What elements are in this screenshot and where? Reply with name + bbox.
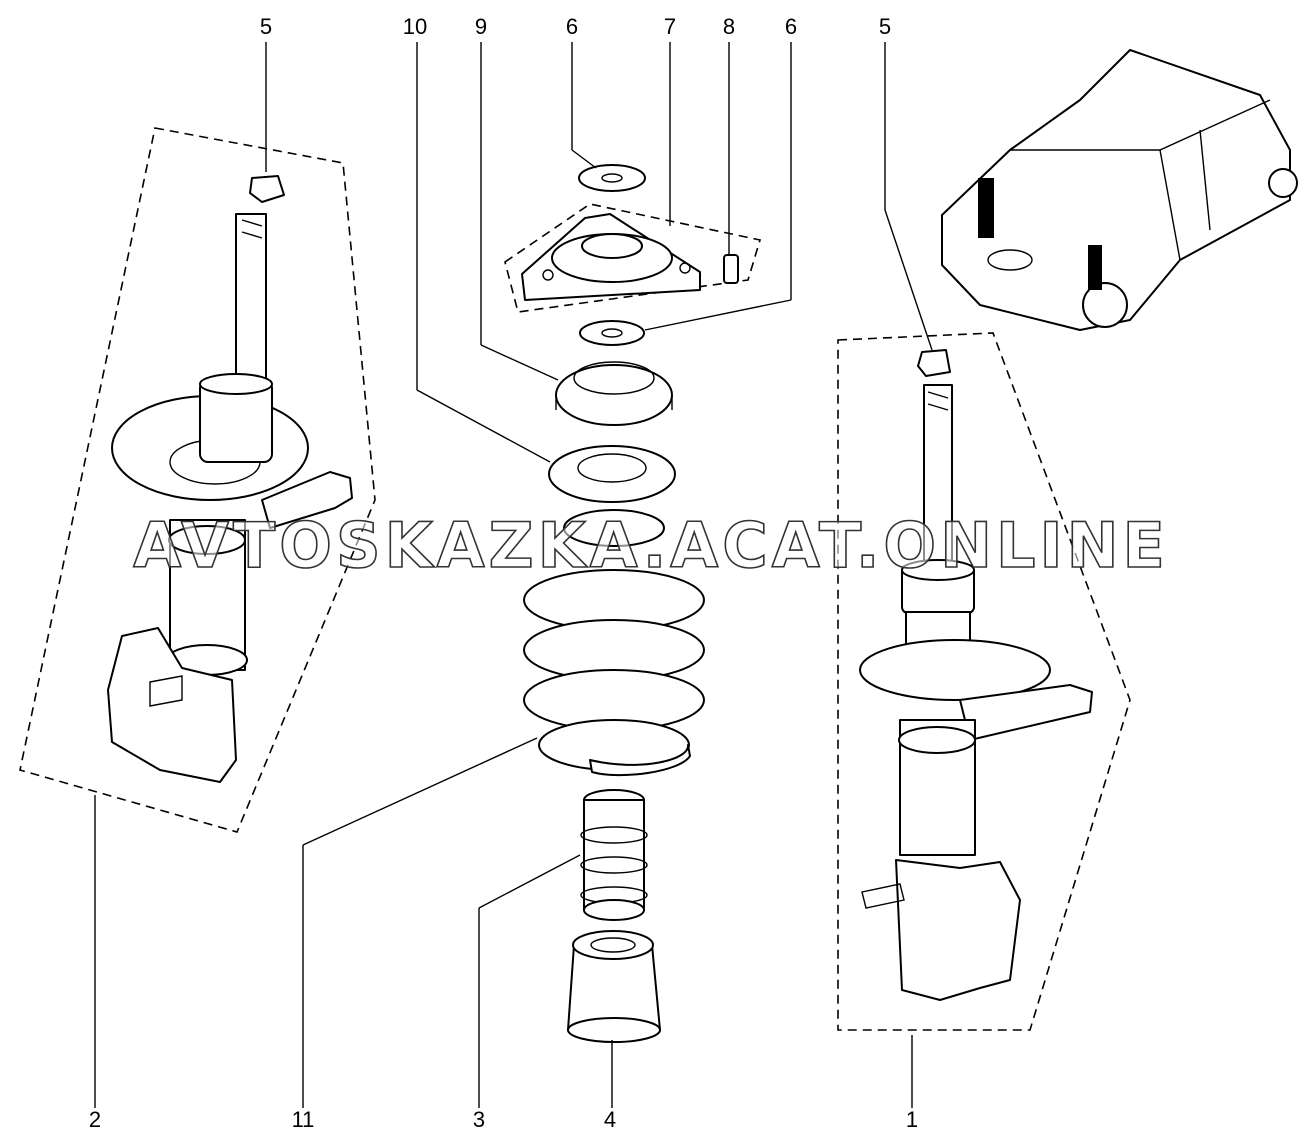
callout-6-top: 6 (566, 14, 578, 39)
right-knuckle-mount (895, 859, 1021, 1001)
watermark-text: AVTOSKAZKA.ACAT.ONLINE (133, 509, 1169, 582)
strut-bearing (555, 364, 673, 426)
mount-bolt (723, 254, 739, 284)
callout-3: 3 (473, 1107, 485, 1132)
coil-spring (523, 509, 705, 777)
callout-5-left: 5 (260, 14, 272, 39)
callout-4: 4 (604, 1107, 616, 1132)
callout-8: 8 (723, 14, 735, 39)
left-bracket-arm (261, 471, 353, 529)
right-strut-assembly (837, 332, 1131, 1031)
car-rear-wheel (1268, 168, 1298, 198)
callout-9: 9 (475, 14, 487, 39)
left-strut-assembly (19, 127, 376, 833)
callout-11: 11 (292, 1107, 315, 1132)
highlighted-right-strut (1088, 245, 1102, 290)
lower-washer (579, 320, 645, 346)
highlighted-left-strut (978, 178, 994, 238)
vehicle-locator-illustration (941, 49, 1298, 331)
callout-labels: 2 11 3 4 1 5 10 9 6 7 8 6 5 (89, 14, 918, 1132)
callout-2: 2 (89, 1107, 101, 1132)
top-mount-group-boundary (504, 203, 762, 313)
left-knuckle-mount (107, 627, 237, 783)
left-top-nut (249, 175, 285, 203)
callout-10: 10 (403, 14, 427, 39)
bump-stop (580, 789, 648, 921)
upper-spring-insulator (548, 445, 676, 503)
left-assembly-boundary (19, 127, 376, 833)
car-front-wheel (1082, 282, 1128, 328)
callout-5-right: 5 (879, 14, 891, 39)
callout-6-lower: 6 (785, 14, 797, 39)
dust-boot (567, 930, 661, 1043)
leader-lines (94, 42, 933, 1108)
car-body-outline (941, 49, 1291, 331)
left-piston-rod (235, 213, 267, 390)
upper-washer (578, 164, 646, 192)
right-top-nut (917, 349, 951, 377)
right-spring-seat (859, 639, 1051, 701)
right-piston-rod (923, 384, 953, 576)
centre-parts (504, 164, 762, 1043)
callout-1: 1 (906, 1107, 918, 1132)
callout-7: 7 (664, 14, 676, 39)
